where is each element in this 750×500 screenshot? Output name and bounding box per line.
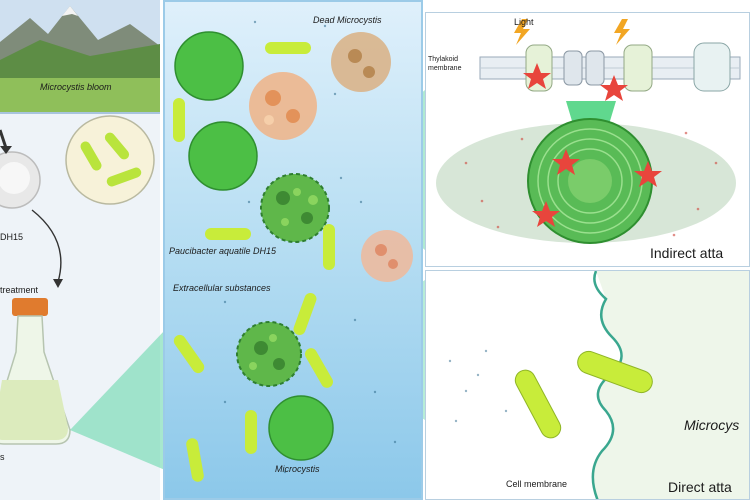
mountain-landscape [0, 6, 160, 112]
rod-bacterium [514, 369, 562, 439]
rod-bacterium [106, 167, 142, 187]
rod-bacterium [205, 228, 251, 240]
stress-star [523, 63, 551, 89]
dead-microcystis-label: Dead Microcystis [313, 15, 382, 25]
rod-bacterium [80, 141, 102, 171]
dead-cell [331, 32, 391, 92]
flask-cap [12, 298, 48, 316]
rod-bacterium [305, 348, 333, 388]
rod-bacterium [577, 350, 653, 394]
microcystis-scene [173, 20, 413, 482]
rod-bacterium [323, 224, 335, 270]
microcystis-label: Microcystis [275, 464, 320, 474]
indirect-attack-scene [436, 19, 741, 244]
dead-cell [361, 230, 413, 282]
bacteria-culture-circle [65, 115, 155, 205]
light-label: Light [514, 17, 534, 27]
atp-synthase [693, 42, 731, 92]
bloom-scene: Microcystis bloom [0, 0, 160, 114]
stress-star [634, 161, 662, 187]
cytochrome-complex [563, 50, 583, 86]
extracellular-particles [223, 20, 397, 474]
stress-star [532, 201, 560, 227]
middle-panel: Dead Microcystis Paucibacter aquatile DH… [163, 0, 423, 500]
rod-bacterium [293, 292, 317, 336]
bloom-label: Microcystis bloom [40, 82, 112, 92]
left-illustration [0, 115, 155, 445]
healthy-cell [174, 31, 244, 101]
ros-particles [464, 131, 718, 237]
rod-bacterium [186, 438, 204, 482]
damaged-cell [260, 173, 330, 243]
microcystis-cell-interior [592, 271, 749, 499]
left-panel: Microcystis bloom DH15 treatment s [0, 0, 160, 500]
damaged-cell [236, 321, 302, 387]
bacteria-strain-label: Paucibacter aquatile DH15 [169, 246, 277, 256]
indirect-attack-panel: Light Thylakoid membrane Indirect atta [425, 12, 750, 267]
dead-cell [249, 72, 317, 140]
stress-star [552, 149, 580, 175]
rod-bacterium [173, 98, 185, 142]
thylakoid-label: Thylakoid membrane [428, 56, 462, 72]
rod-bacterium [104, 132, 130, 160]
extracellular-particles [448, 349, 508, 423]
central-cell [527, 118, 653, 244]
rod-bacterium [245, 410, 257, 454]
stress-star [600, 75, 628, 101]
direct-attack-label: Direct atta [668, 479, 732, 495]
extracellular-label: Extracellular substances [173, 283, 271, 293]
cytochrome-complex [585, 50, 605, 86]
curved-arrow [31, 209, 62, 283]
cell-membrane-label: Cell membrane [506, 479, 568, 489]
rod-bacterium [173, 334, 205, 374]
flask-label: s [0, 452, 5, 462]
indirect-attack-label: Indirect atta [650, 245, 724, 261]
lightning-icon [614, 19, 630, 45]
direct-attack-scene [448, 271, 749, 499]
strain-label: DH15 [0, 232, 24, 242]
healthy-cell [188, 121, 258, 191]
healthy-cell [268, 395, 334, 461]
microcystis-label: Microcys [684, 417, 740, 433]
treatment-label: treatment [0, 285, 39, 295]
rod-bacterium [265, 42, 311, 54]
photosystem-complex [623, 44, 653, 92]
lightning-icon [514, 19, 530, 45]
direct-attack-panel: Cell membrane Microcys Direct atta [425, 270, 750, 500]
